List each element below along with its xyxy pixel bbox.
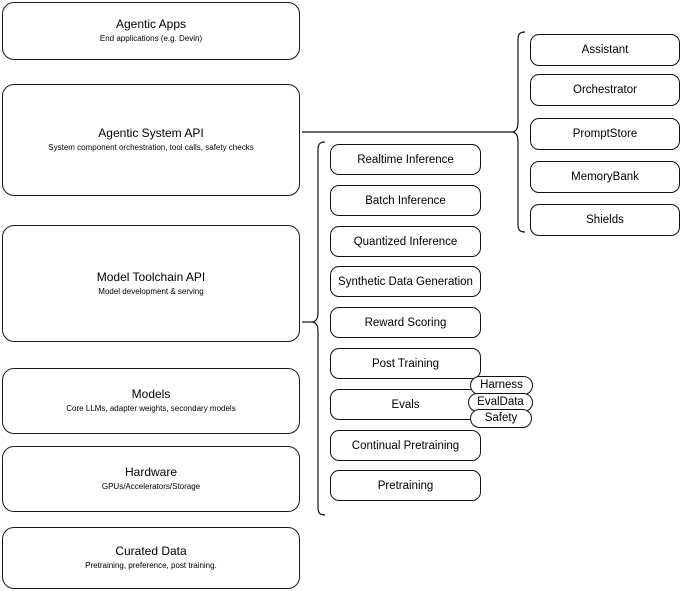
component-label: Reward Scoring	[364, 316, 447, 329]
layer-subtitle: Pretraining, preference, post training.	[85, 561, 217, 570]
component-batch-inference[interactable]: Batch Inference	[330, 185, 481, 216]
brace-toolchain-components	[311, 141, 326, 516]
component-label: Batch Inference	[365, 194, 446, 207]
layer-models[interactable]: Models Core LLMs, adapter weights, secon…	[2, 368, 300, 434]
component-label: Post Training	[371, 357, 440, 370]
component-label: Realtime Inference	[357, 153, 454, 166]
layer-subtitle: GPUs/Accelerators/Storage	[101, 482, 201, 491]
component-promptstore[interactable]: PromptStore	[530, 118, 680, 150]
component-quantized-inference[interactable]: Quantized Inference	[330, 226, 481, 257]
component-label: Orchestrator	[573, 84, 637, 96]
subcomponent-label: Safety	[484, 412, 518, 424]
subcomponent-safety[interactable]: Safety	[470, 409, 532, 428]
component-synthetic-data-generation[interactable]: Synthetic Data Generation	[330, 266, 481, 297]
layer-model-toolchain-api[interactable]: Model Toolchain API Model development & …	[2, 225, 300, 342]
layer-subtitle: System component orchestration, tool cal…	[48, 143, 254, 152]
component-label: Shields	[586, 214, 624, 226]
layer-hardware[interactable]: Hardware GPUs/Accelerators/Storage	[2, 446, 300, 512]
subcomponent-label: Harness	[480, 379, 523, 391]
component-label: Continual Pretraining	[351, 439, 460, 452]
component-label: PromptStore	[572, 128, 638, 140]
component-label: Quantized Inference	[353, 235, 458, 248]
layer-curated-data[interactable]: Curated Data Pretraining, preference, po…	[2, 527, 300, 589]
subcomponent-label: EvalData	[477, 396, 524, 408]
component-memorybank[interactable]: MemoryBank	[530, 161, 680, 193]
component-post-training[interactable]: Post Training	[330, 348, 481, 379]
component-reward-scoring[interactable]: Reward Scoring	[330, 307, 481, 338]
layer-title: Agentic Apps	[115, 17, 187, 31]
brace-system-components	[511, 31, 526, 233]
component-label: Pretraining	[377, 479, 434, 492]
layer-subtitle: End applications (e.g. Devin)	[99, 34, 203, 43]
component-assistant[interactable]: Assistant	[530, 34, 680, 66]
layer-title: Hardware	[124, 465, 178, 479]
layer-title: Agentic System API	[98, 126, 204, 140]
component-realtime-inference[interactable]: Realtime Inference	[330, 144, 481, 175]
component-shields[interactable]: Shields	[530, 204, 680, 236]
layer-title: Curated Data	[115, 544, 187, 558]
component-orchestrator[interactable]: Orchestrator	[530, 74, 680, 106]
component-label: Evals	[391, 398, 420, 411]
layer-agentic-apps[interactable]: Agentic Apps End applications (e.g. Devi…	[2, 2, 300, 60]
component-label: Synthetic Data Generation	[338, 275, 473, 288]
layer-subtitle: Model development & serving	[98, 286, 204, 296]
component-evals[interactable]: Evals	[330, 389, 481, 420]
layer-subtitle: Core LLMs, adapter weights, secondary mo…	[66, 404, 236, 413]
component-continual-pretraining[interactable]: Continual Pretraining	[330, 430, 481, 461]
component-label: MemoryBank	[571, 171, 639, 183]
component-label: Assistant	[581, 44, 629, 56]
component-pretraining[interactable]: Pretraining	[330, 470, 481, 501]
layer-agentic-system-api[interactable]: Agentic System API System component orch…	[2, 84, 300, 196]
layer-title: Model Toolchain API	[96, 269, 206, 284]
layer-title: Models	[131, 387, 171, 401]
